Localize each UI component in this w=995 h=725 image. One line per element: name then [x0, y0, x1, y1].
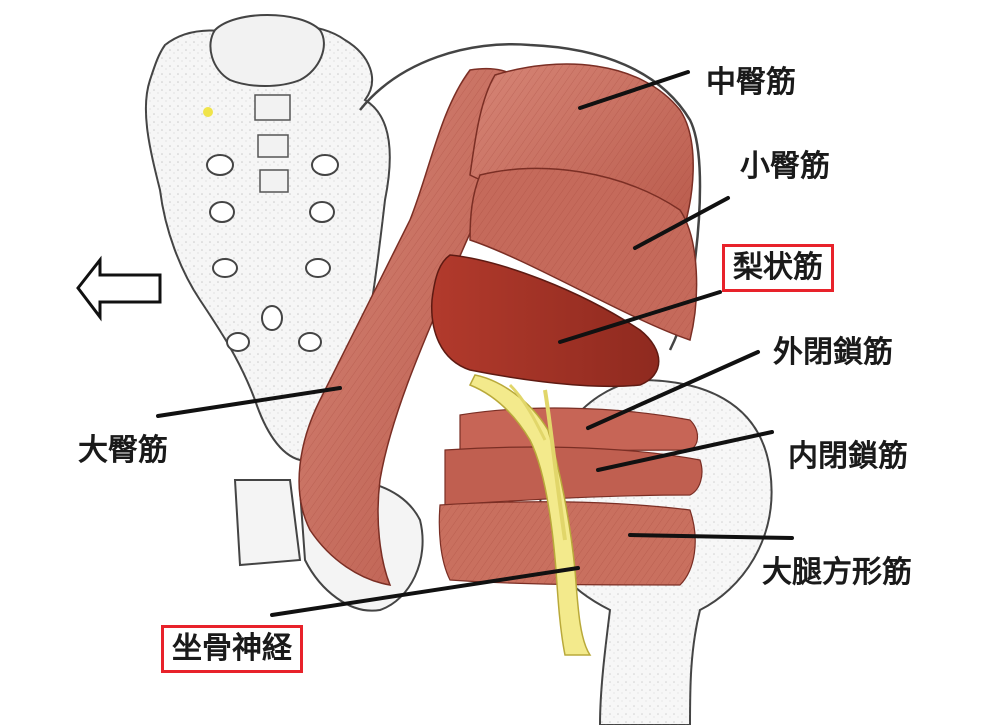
piriformis-muscle — [431, 254, 660, 388]
leader-gluteus-maximus — [156, 386, 342, 418]
leader-sciatic-nerve — [270, 566, 580, 617]
leader-quadratus-femoris — [628, 533, 794, 540]
leader-gluteus-minimus — [633, 196, 730, 250]
label-gluteus-maximus: 大臀筋 — [78, 433, 168, 468]
left-arrow-icon — [76, 255, 162, 322]
sacrum-bone — [144, 14, 391, 462]
sciatic-nerve — [468, 374, 592, 656]
label-obturator-internus: 内閉鎖筋 — [788, 439, 908, 474]
leader-obturator-externus — [586, 350, 760, 430]
label-gluteus-medius: 中臀筋 — [706, 65, 796, 100]
leader-obturator-internus — [596, 430, 774, 472]
label-quadratus-femoris: 大腿方形筋 — [762, 555, 912, 590]
leader-piriformis — [558, 290, 722, 344]
label-sciatic-nerve: 坐骨神経 — [161, 625, 303, 673]
label-gluteus-minimus: 小臀筋 — [740, 149, 830, 184]
label-piriformis: 梨状筋 — [722, 244, 834, 292]
leader-gluteus-medius — [578, 70, 690, 110]
label-obturator-externus: 外閉鎖筋 — [773, 335, 893, 370]
leader-lines — [156, 70, 794, 617]
